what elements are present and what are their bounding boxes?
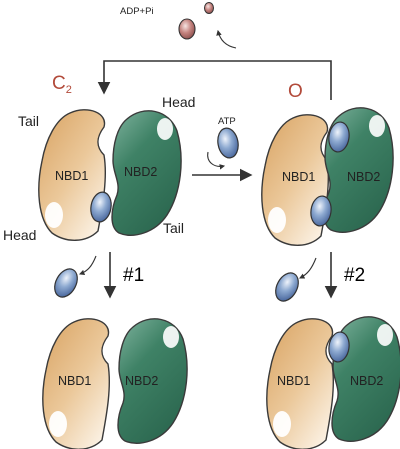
cycle-return-arrow xyxy=(97,60,332,100)
br-nbd2-label: NBD2 xyxy=(350,374,383,388)
bottom-left-dimer: NBD1 NBD2 xyxy=(42,318,188,449)
o-nbd2-label: NBD2 xyxy=(347,170,380,184)
c2-nbd1-label: NBD1 xyxy=(55,169,88,183)
step1-release-curl-icon xyxy=(78,255,97,276)
free-atp-binding xyxy=(214,125,242,161)
state-c2-label: C2 xyxy=(52,73,72,96)
step2-label: #2 xyxy=(344,265,365,286)
tail-label-nbd2: Tail xyxy=(163,220,184,236)
c2-state-dimer: NBD1 NBD2 xyxy=(38,109,182,241)
adp-molecule xyxy=(178,18,196,40)
o-nbd1-label: NBD1 xyxy=(282,170,315,184)
adp-pi-label: ADP+Pi xyxy=(120,6,154,17)
tail-label-nbd1: Tail xyxy=(18,113,39,129)
head-label-nbd1: Head xyxy=(3,227,36,243)
c2-nbd2-label: NBD2 xyxy=(124,165,157,179)
bl-nbd1-label: NBD1 xyxy=(58,374,91,388)
o-state-dimer: NBD1 NBD2 xyxy=(261,107,394,246)
bottom-right-dimer: NBD1 NBD2 xyxy=(266,316,400,449)
release-arrow-icon xyxy=(216,29,237,49)
bl-nbd2-label: NBD2 xyxy=(125,374,158,388)
step1-label: #1 xyxy=(123,265,144,286)
br-nbd1-label: NBD1 xyxy=(277,374,310,388)
state-o-label: O xyxy=(288,81,303,102)
state-c2-subscript: 2 xyxy=(66,84,72,96)
head-label-nbd2: Head xyxy=(162,94,195,110)
step2-released-atp xyxy=(270,268,304,306)
state-c2-main: C xyxy=(52,73,66,94)
step1-released-atp xyxy=(49,264,83,302)
step2-release-curl-icon xyxy=(299,257,317,279)
pi-molecule xyxy=(204,2,214,14)
atp-label: ATP xyxy=(218,116,236,127)
atp-binding-curl-icon xyxy=(207,151,226,170)
